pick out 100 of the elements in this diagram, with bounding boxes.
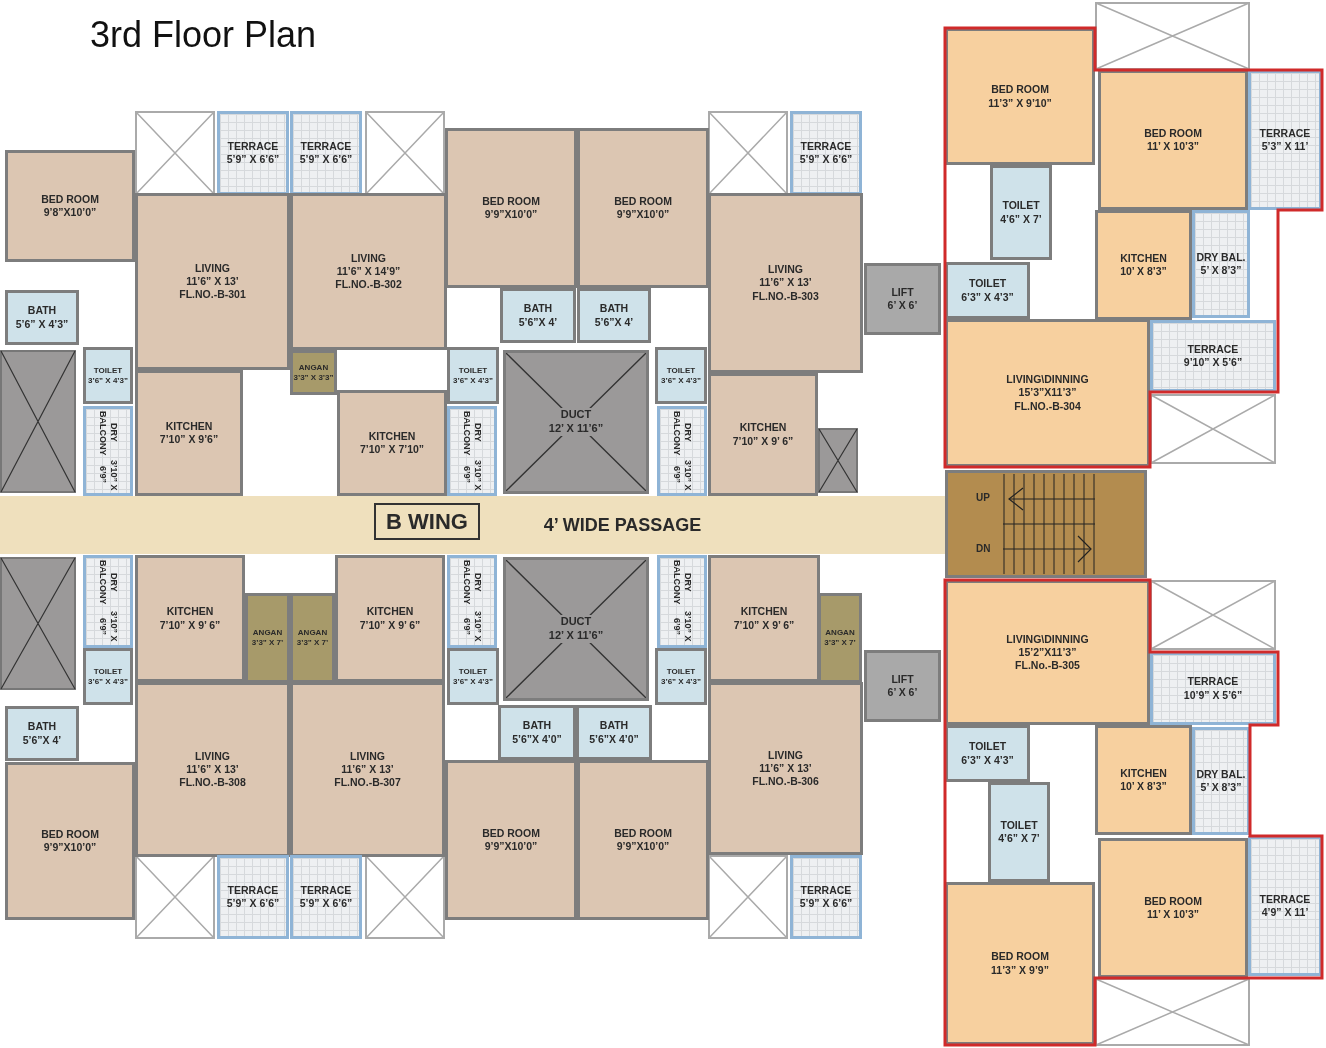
- room-name: TOILET: [666, 365, 696, 376]
- room-dimension: 3’6” X 4’3”: [661, 375, 701, 386]
- room-area: [790, 111, 862, 195]
- room-dimension: 9’9”X10’0”: [484, 840, 538, 854]
- room-dimension: 6’ X 6’: [887, 686, 918, 700]
- room-name: LIVING\DINNING: [1006, 632, 1089, 646]
- room-area: [988, 782, 1050, 882]
- room-dimension: 7’10” X 9’ 6”: [159, 618, 221, 632]
- room-area: [657, 555, 707, 648]
- room-name: BATH: [27, 304, 57, 318]
- room-name: TOILET: [666, 666, 696, 677]
- room-area: [1098, 70, 1248, 210]
- room-dimension: 6’ X 6’: [887, 299, 918, 313]
- room-name: DRY BALCONY: [461, 559, 484, 607]
- room-dimension: 5’9” X 6’6”: [226, 897, 280, 911]
- room-dimension: 11’6” X 13’: [759, 276, 812, 290]
- room-dimension: 3’3” X 7’: [251, 638, 284, 648]
- room-dimension: 7’10” X 9’ 6”: [732, 434, 794, 448]
- room-dimension: 7’10” X 9’ 6”: [733, 618, 795, 632]
- room-name: BED ROOM: [1144, 894, 1202, 908]
- plan-title: 3rd Floor Plan: [90, 14, 317, 56]
- room-dimension: 11’ X 10’3”: [1147, 140, 1199, 154]
- room-dimension: 5’6”X 4’: [22, 733, 62, 747]
- room-area: [135, 682, 290, 857]
- room-dimension: 6’3” X 4’3”: [961, 753, 1014, 767]
- room-name: BED ROOM: [41, 827, 99, 841]
- room-name: DRY BALCONY: [461, 409, 484, 457]
- room-name: BED ROOM: [1144, 126, 1202, 140]
- room-area: [290, 682, 445, 857]
- room-name: LIVING\DINNING: [1006, 373, 1089, 387]
- flat-number: FL.No.-B-305: [1015, 659, 1080, 673]
- room-name: BATH: [27, 720, 57, 734]
- room-dimension: 5’6”X 4’0”: [512, 732, 562, 746]
- stair-direction-label: UP: [976, 492, 990, 505]
- room-name: TERRACE: [300, 139, 352, 153]
- room-dimension: 5’9” X 6’6”: [299, 897, 353, 911]
- room-dimension: 11’3” X 9’10”: [988, 96, 1052, 110]
- room-name: BED ROOM: [991, 83, 1049, 97]
- room-dimension: 5’6”X 4’0”: [589, 732, 639, 746]
- room-name: LIVING: [350, 749, 385, 763]
- room-name: BATH: [523, 302, 553, 316]
- room-name: TERRACE: [1259, 892, 1311, 906]
- room-dimension: 5’ X 8’3”: [1200, 781, 1242, 795]
- room-name: KITCHEN: [166, 605, 214, 619]
- room-area: [1192, 727, 1250, 835]
- room-name: LIVING: [195, 261, 230, 275]
- room-name: DRY BALCONY: [97, 559, 120, 607]
- wing-sign: [374, 503, 480, 540]
- room-dimension: 11’3” X 9’9”: [991, 963, 1049, 977]
- room-dimension: 9’9”X10’0”: [43, 841, 97, 855]
- room-name: LIFT: [891, 672, 914, 686]
- room-dimension: 4’9” X 11’: [1261, 906, 1309, 920]
- room-dimension: 9’9”X10’0”: [616, 840, 670, 854]
- room-area: [708, 373, 818, 496]
- room-name: BED ROOM: [991, 950, 1049, 964]
- room-area: [1192, 210, 1250, 318]
- room-area: [135, 555, 245, 682]
- room-dimension: 3’10” X 6’9”: [461, 458, 484, 493]
- room-area: [83, 555, 133, 648]
- room-area: [657, 406, 707, 496]
- room-name: KITCHEN: [368, 429, 416, 443]
- room-area: [708, 555, 820, 682]
- room-area: [500, 288, 576, 343]
- room-name: DRY BALCONY: [97, 409, 120, 457]
- room-area: [83, 648, 133, 705]
- room-dimension: 9’8”X10’0”: [43, 206, 97, 220]
- flat-number: FL.NO.-B-306: [752, 775, 819, 789]
- room-area: [655, 648, 707, 705]
- wing-label: B WING: [386, 507, 468, 536]
- room-area: [335, 555, 445, 682]
- room-dimension: 11’ X 10’3”: [1147, 908, 1199, 922]
- room-dimension: 3’10” X 6’9”: [461, 609, 484, 644]
- room-name: DRY BALCONY: [671, 559, 694, 607]
- room-area: [290, 350, 337, 395]
- room-name: ANGAN: [252, 628, 283, 638]
- flat-number: FL.NO.-B-304: [1014, 399, 1081, 413]
- room-name: ANGAN: [298, 362, 329, 373]
- room-area: [818, 593, 862, 683]
- room-dimension: 4’6” X 7’: [998, 832, 1040, 846]
- room-area: [135, 193, 290, 370]
- room-name: TERRACE: [1259, 126, 1311, 140]
- room-dimension: 6’3” X 4’3”: [961, 290, 1014, 304]
- room-area: [1098, 838, 1248, 978]
- room-area: [945, 725, 1030, 782]
- room-name: ANGAN: [297, 628, 328, 638]
- room-name: KITCHEN: [1120, 251, 1167, 265]
- room-dimension: 3’10” X 6’9”: [97, 458, 120, 493]
- room-dimension: 3’6” X 4’3”: [661, 676, 701, 687]
- room-area: [5, 706, 79, 761]
- room-area: [83, 406, 133, 496]
- room-name: KITCHEN: [366, 605, 414, 619]
- room-name: TOILET: [458, 365, 488, 376]
- room-name: BED ROOM: [482, 826, 540, 840]
- room-dimension: 10’ X 8’3”: [1120, 265, 1167, 279]
- flat-number: FL.NO.-B-302: [335, 278, 402, 292]
- room-name: BATH: [599, 719, 629, 733]
- room-area: [290, 855, 362, 939]
- room-dimension: 3’6” X 4’3”: [453, 676, 493, 687]
- room-area: [135, 370, 243, 496]
- room-area: [445, 760, 577, 920]
